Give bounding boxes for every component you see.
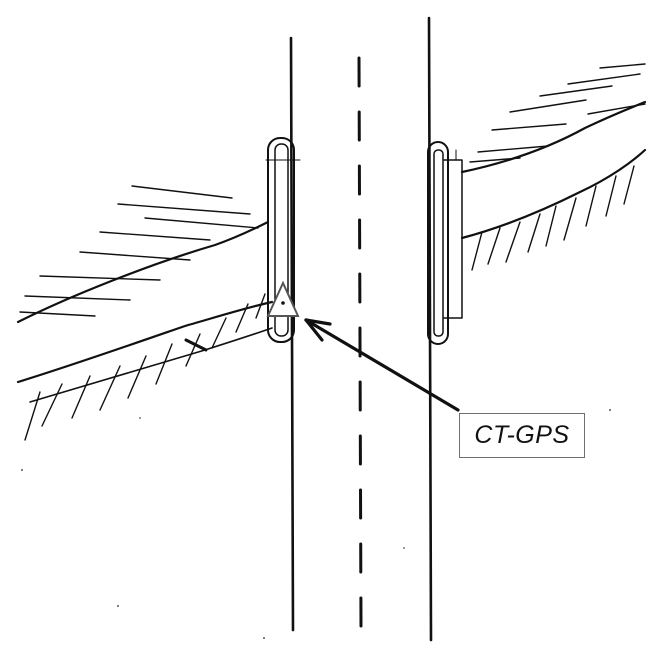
right-structure-outer — [427, 141, 449, 345]
right-cut-hatching — [471, 165, 635, 271]
triangle-with-dot-icon — [266, 280, 300, 317]
gps-label-text: CT-GPS — [474, 421, 570, 449]
ink-specks — [21, 409, 611, 639]
gps-label-box: CT-GPS — [459, 413, 585, 458]
right-structure — [427, 141, 463, 345]
right-structure-inner — [433, 149, 444, 337]
left-embankment-lower-edge — [16, 300, 274, 384]
left-embankment-upper-edge — [16, 220, 270, 324]
road-left-edge — [289, 36, 295, 632]
right-embankment-upper-edge — [460, 100, 647, 174]
right-structure-bracket — [443, 159, 463, 319]
arrow-icon — [304, 318, 460, 412]
left-structure — [265, 137, 301, 343]
left-structure-inner — [274, 143, 289, 337]
left-structure-outer — [267, 137, 295, 343]
right-embankment — [460, 63, 647, 271]
road — [289, 16, 433, 642]
left-slope-hatching — [19, 185, 259, 317]
road-center-dashed-line — [357, 56, 363, 630]
right-slope-hatching — [469, 63, 646, 163]
left-embankment-inner-line — [29, 327, 273, 403]
left-cut-hatching — [24, 293, 266, 441]
left-embankment — [16, 185, 274, 441]
road-right-edge — [427, 16, 433, 642]
right-embankment-lower-edge — [460, 148, 647, 240]
